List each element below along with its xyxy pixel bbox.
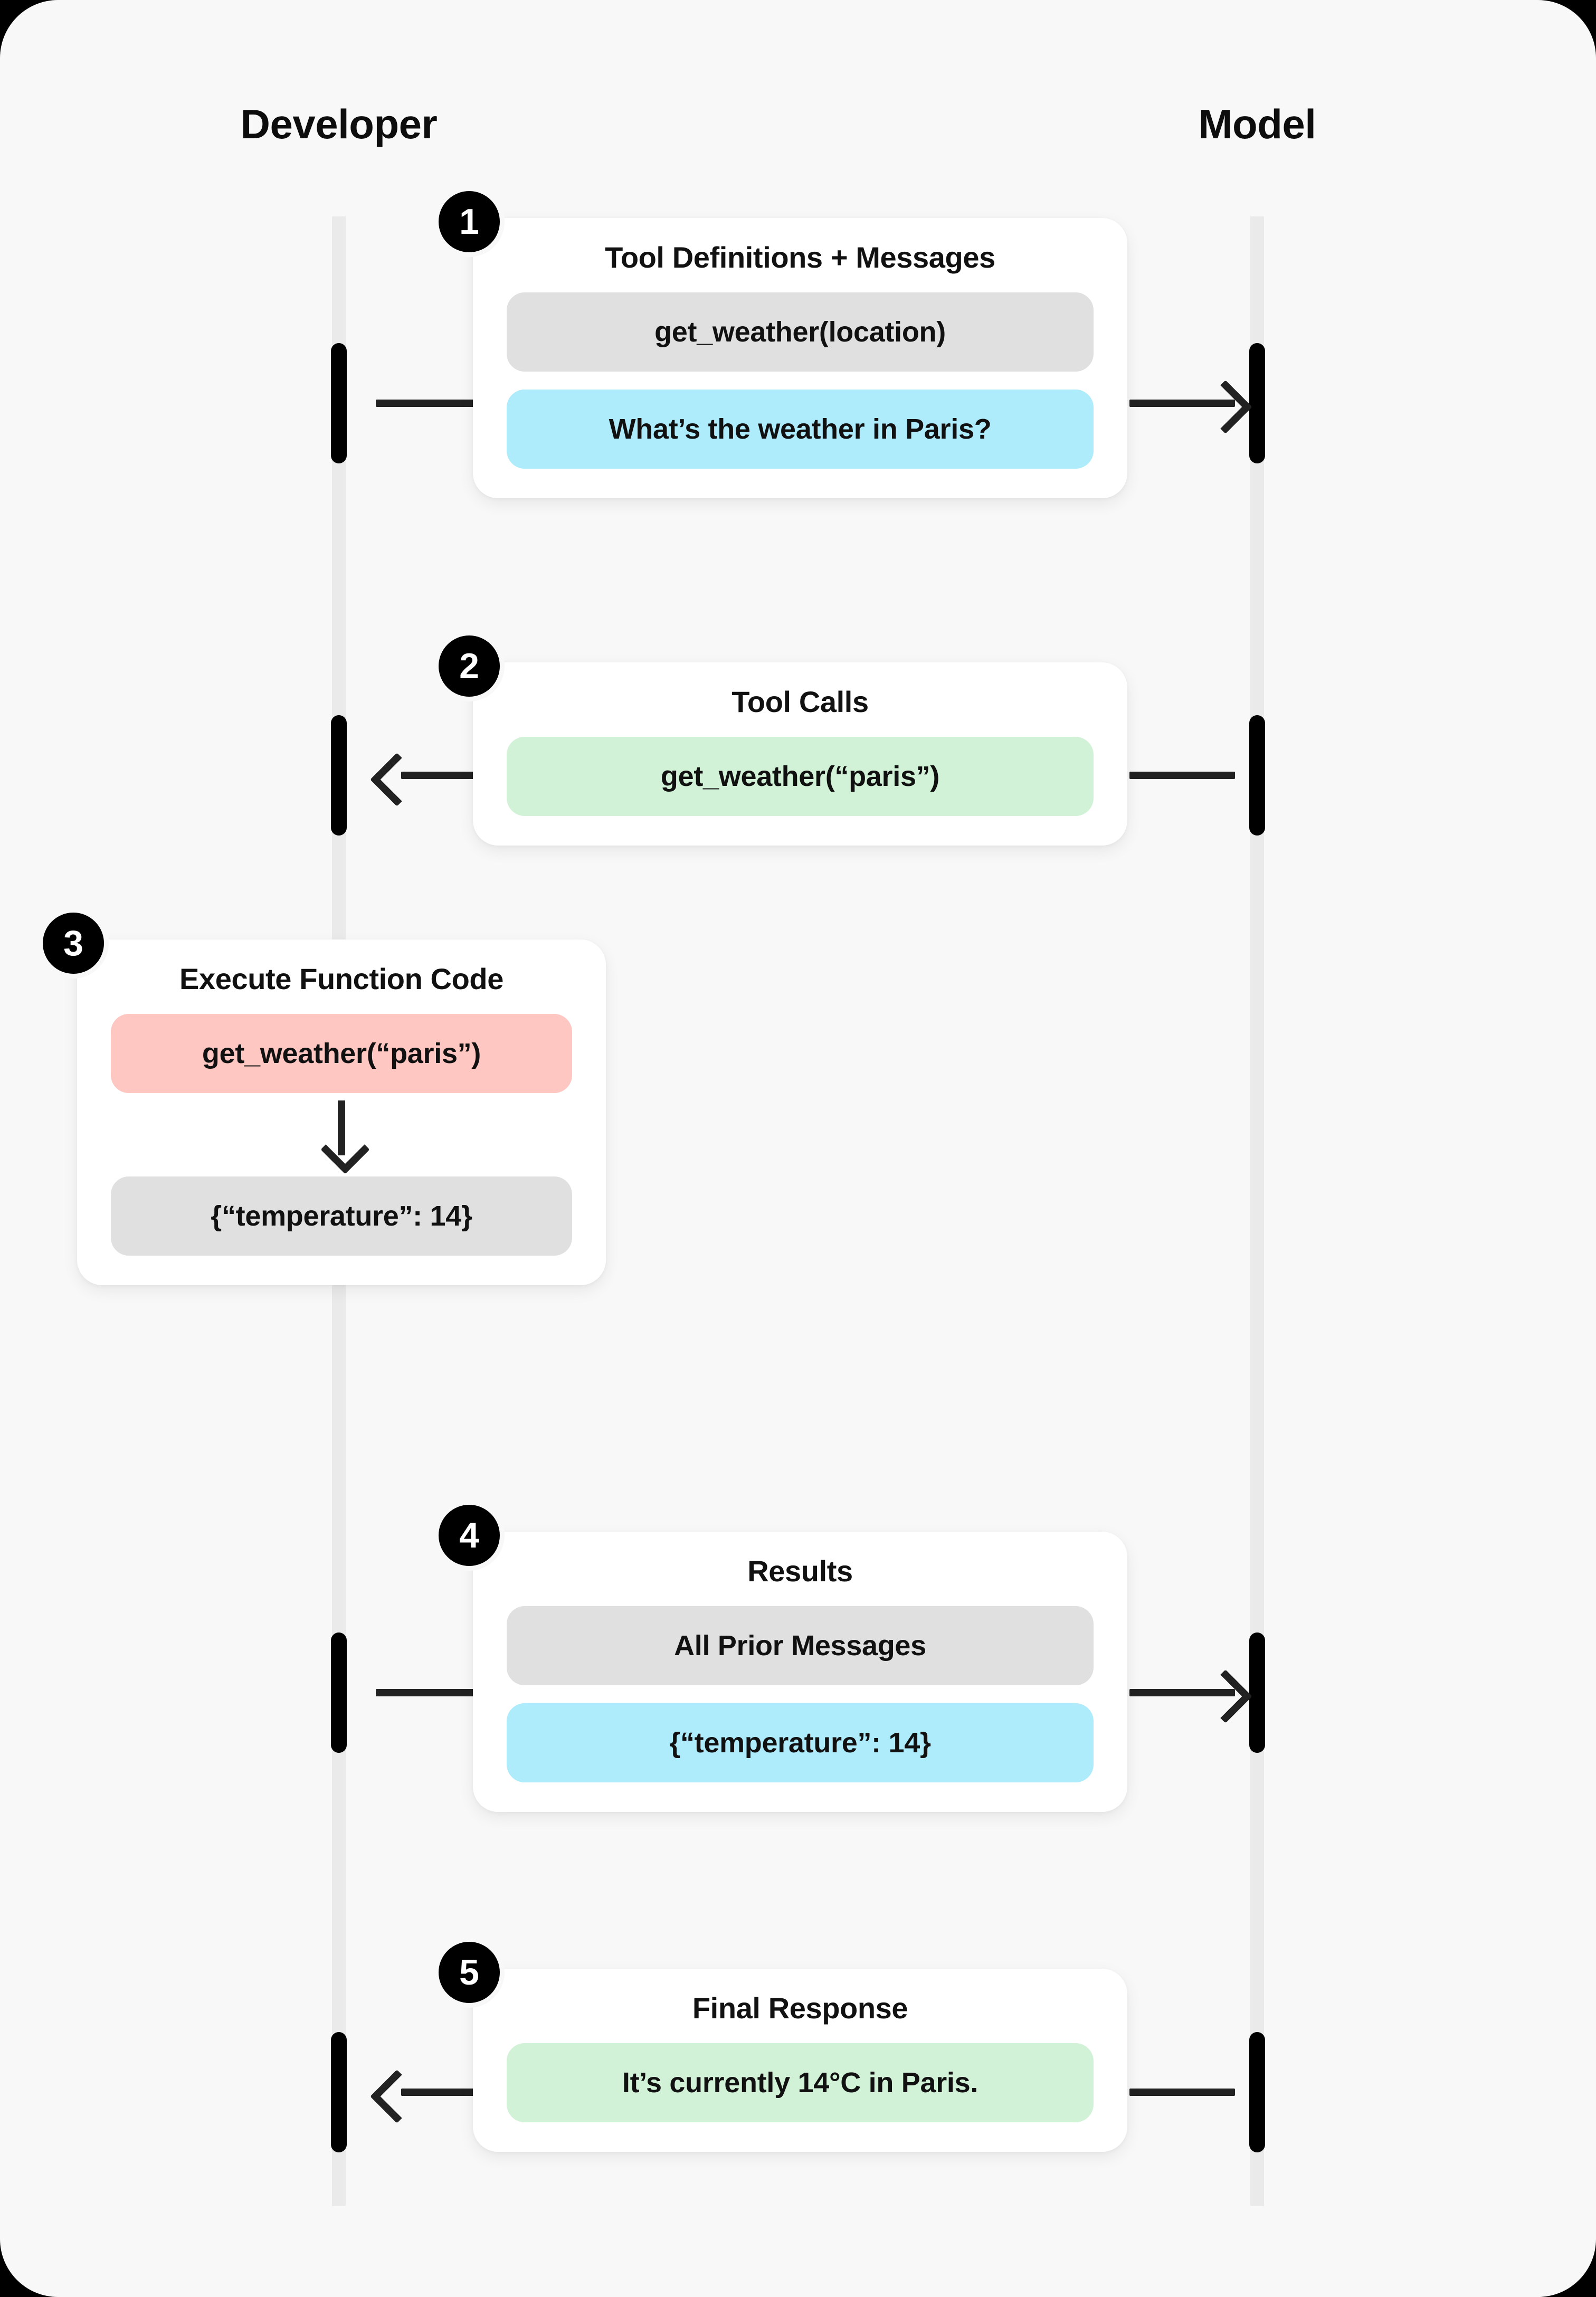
step-card-1-pill-user-message: What’s the weather in Paris? (507, 390, 1094, 469)
step-badge-5: 5 (434, 1937, 505, 2008)
step-card-4-pill-prior-messages: All Prior Messages (507, 1606, 1094, 1685)
message-arrow-step4-shaft-right (1129, 1689, 1235, 1696)
step-badge-3: 3 (38, 908, 109, 979)
down-arrow-head (320, 1125, 370, 1174)
message-arrow-step4-shaft (376, 1689, 505, 1696)
activation-bar-developer-step5 (331, 2032, 347, 2152)
arrow-head-right-step1 (1199, 380, 1252, 434)
step-card-3-title: Execute Function Code (179, 962, 504, 995)
activation-bar-model-step2 (1249, 715, 1265, 836)
activation-bar-developer-step1 (331, 343, 347, 463)
step-card-4-pill-tool-result: {“temperature”: 14} (507, 1703, 1094, 1782)
arrow-head-left-step5 (370, 2070, 424, 2123)
message-arrow-step5-shaft-right (1129, 2089, 1235, 2096)
step-card-5-title: Final Response (692, 1991, 908, 2025)
down-arrow-icon (111, 1095, 572, 1174)
arrow-head-right-step4 (1199, 1669, 1252, 1723)
down-arrow-shaft (338, 1100, 345, 1155)
step-card-4-title: Results (747, 1554, 853, 1588)
activation-bar-developer-step4 (331, 1632, 347, 1753)
step-card-3-pill-return-value: {“temperature”: 14} (111, 1176, 572, 1256)
step-badge-1: 1 (434, 186, 505, 257)
step-card-5: Final Response It’s currently 14°C in Pa… (473, 1969, 1127, 2152)
activation-bar-model-step5 (1249, 2032, 1265, 2152)
column-header-model: Model (1198, 101, 1316, 147)
column-header-developer: Developer (240, 101, 438, 147)
message-arrow-step2-shaft-right (1129, 772, 1235, 779)
step-badge-1-label: 1 (459, 202, 479, 242)
lifeline-model (1250, 216, 1264, 2206)
step-card-2-title: Tool Calls (732, 685, 869, 718)
activation-bar-model-step1 (1249, 343, 1265, 463)
message-arrow-step1-shaft-right (1129, 400, 1235, 407)
step-badge-5-label: 5 (459, 1952, 479, 1992)
message-arrow-step1-shaft (376, 400, 505, 407)
step-badge-3-label: 3 (63, 923, 83, 963)
step-card-1-title: Tool Definitions + Messages (605, 241, 995, 274)
step-badge-2-label: 2 (459, 646, 479, 686)
activation-bar-developer-step2 (331, 715, 347, 836)
step-card-4: Results All Prior Messages {“temperature… (473, 1532, 1127, 1812)
activation-bar-model-step4 (1249, 1632, 1265, 1753)
step-card-1: Tool Definitions + Messages get_weather(… (473, 218, 1127, 498)
step-badge-2: 2 (434, 631, 505, 701)
step-card-3: Execute Function Code get_weather(“paris… (77, 939, 606, 1285)
step-card-2-pill-tool-call: get_weather(“paris”) (507, 737, 1094, 816)
step-card-5-pill-assistant-reply: It’s currently 14°C in Paris. (507, 2043, 1094, 2122)
step-card-3-pill-invocation: get_weather(“paris”) (111, 1014, 572, 1093)
arrow-head-left-step2 (370, 753, 424, 806)
step-badge-4: 4 (434, 1500, 505, 1571)
step-card-2: Tool Calls get_weather(“paris”) (473, 662, 1127, 846)
step-card-1-pill-tool-definition: get_weather(location) (507, 292, 1094, 372)
step-badge-4-label: 4 (459, 1515, 479, 1555)
